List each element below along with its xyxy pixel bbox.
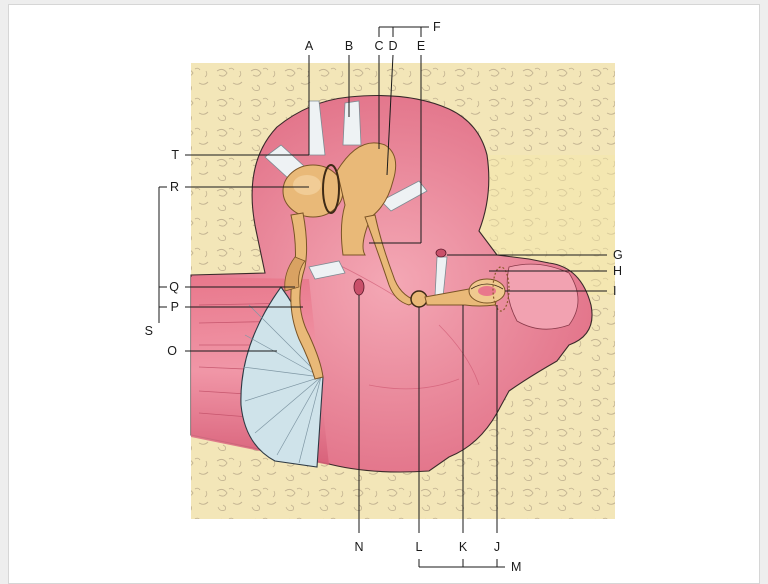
figure-frame: A B C D E F G H I J K L M N O P Q R S T [8, 4, 760, 584]
label-I: I [613, 284, 616, 298]
label-F: F [433, 20, 441, 34]
label-P: P [171, 300, 179, 314]
label-G: G [613, 248, 623, 262]
label-R: R [170, 180, 179, 194]
label-Q: Q [169, 280, 179, 294]
label-M: M [511, 560, 521, 574]
label-J: J [494, 540, 500, 554]
label-L: L [416, 540, 423, 554]
label-H: H [613, 264, 622, 278]
middle-ear-illustration: A B C D E F G H I J K L M N O P Q R S T [9, 5, 761, 581]
label-N: N [354, 540, 363, 554]
label-S: S [145, 324, 153, 338]
label-E: E [417, 39, 425, 53]
label-O: O [167, 344, 177, 358]
label-T: T [171, 148, 179, 162]
label-B: B [345, 39, 353, 53]
label-K: K [459, 540, 468, 554]
label-A: A [305, 39, 314, 53]
label-D: D [388, 39, 397, 53]
label-C: C [374, 39, 383, 53]
